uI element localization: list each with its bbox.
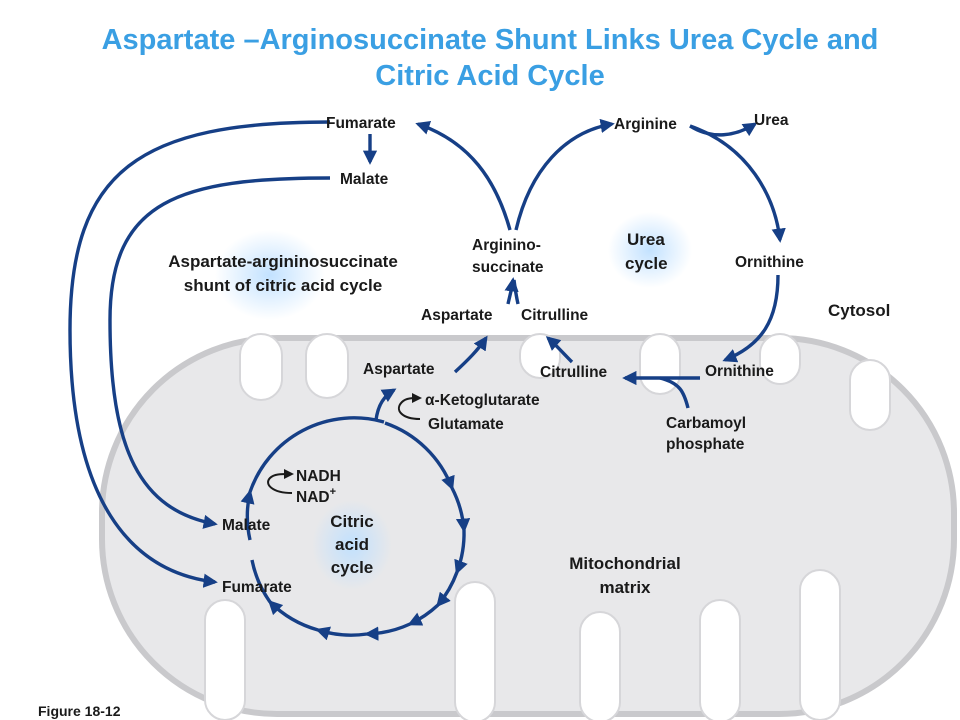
label-carbamoyl-2: phosphate <box>666 436 745 453</box>
crista-top-5 <box>759 333 801 385</box>
arrow-argininosuccinate-to-fumarate <box>415 120 512 231</box>
crista-bottom-5 <box>799 569 841 720</box>
label-aspartate-top: Aspartate <box>421 307 493 324</box>
arrow-fumarate-to-shunt <box>68 120 331 588</box>
arrows <box>68 118 786 641</box>
label-argininosuccinate-2: succinate <box>472 259 544 276</box>
title-line-2: Citric Acid Cycle <box>375 60 605 92</box>
label-nadh: NADH <box>296 468 341 485</box>
urea-cycle-glow <box>608 212 692 288</box>
arrow-malate-to-shunt <box>108 176 331 529</box>
arrow-citrulline-mito-to-cytosol <box>545 336 574 364</box>
label-fumarate-top: Fumarate <box>326 115 396 132</box>
label-glutamate: Glutamate <box>428 416 504 433</box>
label-citric-cycle-1: Citric <box>330 512 373 531</box>
label-citric-cycle-2: acid <box>335 535 369 554</box>
arrow-argininosuccinate-to-arginine <box>514 118 615 231</box>
label-matrix-1: Mitochondrial <box>569 554 680 573</box>
arrow-citrulline-to-argininosuccinate <box>512 279 520 305</box>
crista-top-6 <box>849 359 891 431</box>
figure-label: Figure 18-12 <box>38 703 121 719</box>
ketoglutarate-glutamate-arrow <box>397 393 422 420</box>
label-citric-cycle-3: cycle <box>331 558 374 577</box>
crista-top-2 <box>305 333 349 399</box>
arrow-carbamoyl-join <box>659 376 690 409</box>
crista-bottom-3 <box>579 611 621 720</box>
crista-bottom-1 <box>204 599 246 720</box>
label-urea-cycle-1: Urea <box>627 230 665 249</box>
crista-bottom-4 <box>699 599 741 720</box>
label-nad-sup: + <box>330 486 336 498</box>
labels: Fumarate Malate Arginine Urea Ornithine … <box>38 112 890 719</box>
label-ketoglutarate: α-Ketoglutarate <box>425 392 540 409</box>
label-argininosuccinate-1: Arginino- <box>472 237 541 254</box>
label-shunt-2: shunt of citric acid cycle <box>184 276 382 295</box>
arrow-arginine-to-ornithine <box>689 124 786 243</box>
label-citrulline-top: Citrulline <box>521 307 589 324</box>
mitochondrion <box>99 333 957 720</box>
arrow-ornithine-to-mitochondria <box>722 274 780 363</box>
label-ornithine-top: Ornithine <box>735 254 804 271</box>
label-aspartate-mito: Aspartate <box>363 361 435 378</box>
label-nad: NAD+ <box>296 486 336 506</box>
label-ornithine-mito: Ornithine <box>705 363 774 380</box>
citric-cycle-glow <box>312 500 392 590</box>
label-urea: Urea <box>754 112 789 129</box>
label-urea-cycle-2: cycle <box>625 254 668 273</box>
title-line-1: Aspartate –Arginosuccinate Shunt Links U… <box>101 24 879 56</box>
citric-acid-cycle-ring <box>240 416 471 641</box>
crista-bottom-2 <box>454 581 496 720</box>
label-nad-base: NAD <box>296 489 330 506</box>
label-shunt-1: Aspartate-argininosuccinate <box>168 252 398 271</box>
label-malate-top: Malate <box>340 171 389 188</box>
label-malate-mito: Malate <box>222 517 271 534</box>
arrow-aspartate-mito-to-cytosol <box>453 335 488 374</box>
label-matrix-2: matrix <box>599 578 651 597</box>
arrow-oxaloacetate-to-aspartate <box>374 388 397 421</box>
label-citrulline-mito: Citrulline <box>540 364 608 381</box>
nad-nadh-arrow <box>267 469 294 494</box>
crista-top-1 <box>239 333 283 401</box>
arrow-aspartate-citrulline-to-argininosuccinate <box>504 277 519 305</box>
shunt-glow <box>215 230 325 320</box>
label-arginine: Arginine <box>614 116 677 133</box>
label-cytosol: Cytosol <box>828 301 890 320</box>
slide-title: Aspartate –Arginosuccinate Shunt Links U… <box>40 22 940 94</box>
label-fumarate-mito: Fumarate <box>222 579 292 596</box>
label-carbamoyl-1: Carbamoyl <box>666 415 746 432</box>
